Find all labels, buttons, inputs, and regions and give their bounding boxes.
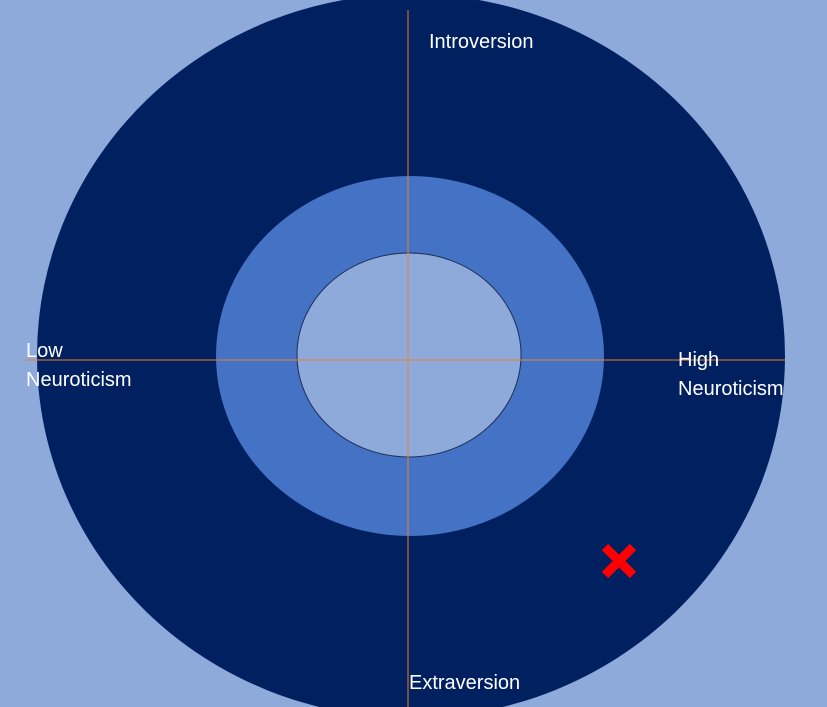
inner-core: [296, 252, 522, 458]
x-mark-icon: [601, 543, 637, 579]
label-low-neuroticism: Neuroticism: [26, 369, 132, 391]
label-extraversion: Extraversion: [409, 672, 520, 694]
label-high-neuroticism: Neuroticism: [678, 378, 784, 400]
label-low: Low: [26, 340, 63, 362]
label-high: High: [678, 349, 719, 371]
label-introversion: Introversion: [429, 31, 534, 53]
